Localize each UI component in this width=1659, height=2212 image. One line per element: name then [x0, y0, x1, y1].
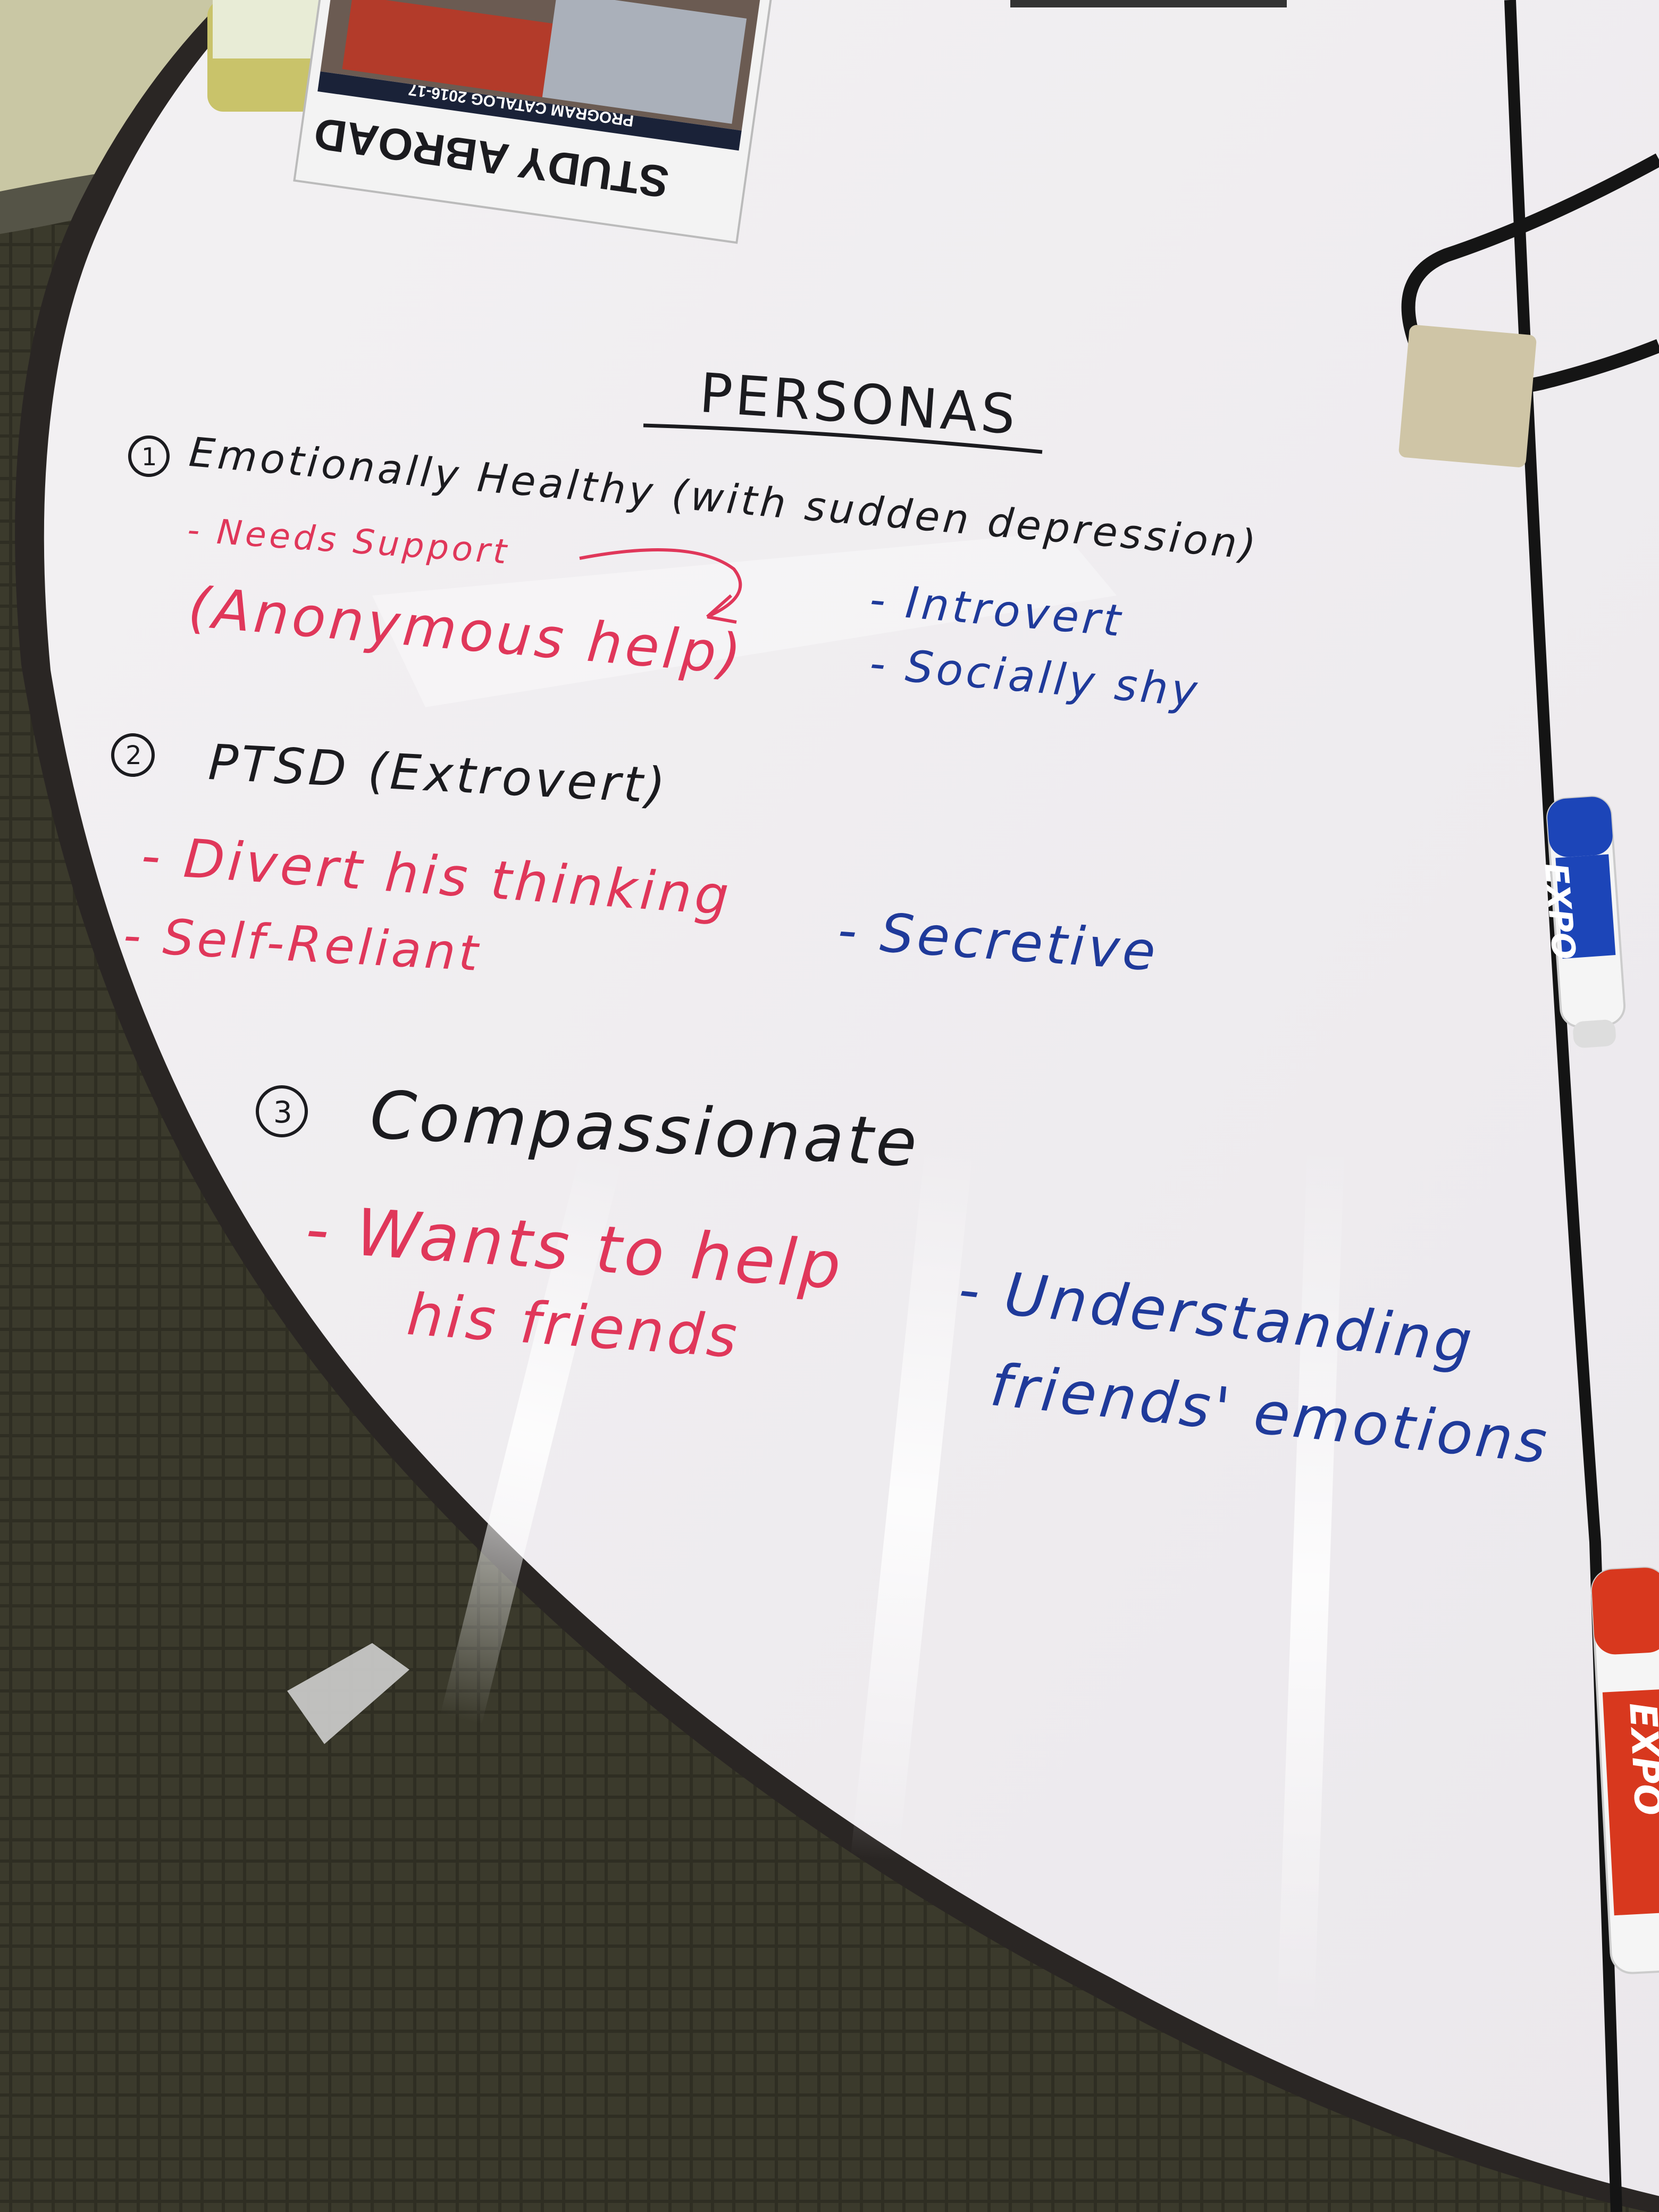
persona-1-number: 1: [141, 442, 161, 471]
power-outlet: [1398, 325, 1537, 467]
persona-2-number: 2: [125, 741, 145, 770]
anonymous-help-arrow: [579, 548, 742, 618]
chair-back: [0, 0, 223, 191]
persona-3-number: 3: [273, 1095, 296, 1130]
heading-underline: [643, 423, 1043, 454]
persona-3-number-circle: [256, 1085, 308, 1137]
table-seam: [1504, 0, 1622, 2212]
red-marker-label: EXPO: [1621, 1702, 1659, 1817]
persona-2-number-circle: [111, 733, 155, 777]
persona-1-number-circle: [128, 435, 170, 477]
whiteboard-surface: [44, 0, 1659, 2196]
